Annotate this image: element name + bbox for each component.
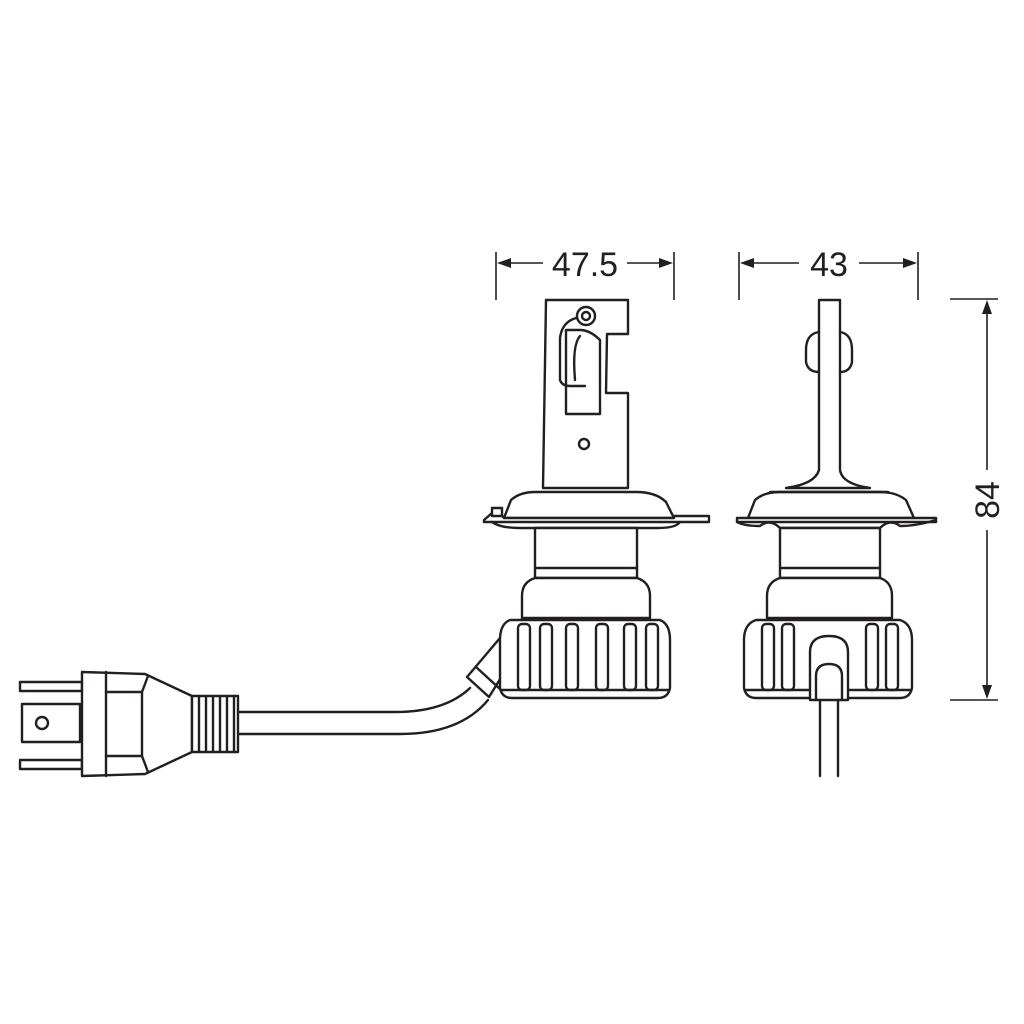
connector-pin-top	[18, 680, 84, 693]
cable-exit-side	[808, 634, 850, 702]
led-stem-side	[784, 298, 872, 490]
dimension-width-side: 43	[738, 246, 919, 300]
dimension-width-front: 47.5	[495, 246, 675, 300]
ribbed-housing-front	[498, 618, 672, 700]
connector-pin-bottom	[18, 758, 84, 771]
led-stem-front	[541, 298, 630, 490]
flange-plate-side	[735, 516, 938, 524]
dimension-height: 84	[950, 298, 1007, 701]
mount-hole-icon	[575, 305, 597, 327]
dimension-label-height: 84	[969, 481, 1007, 519]
bulb-side-view	[735, 298, 938, 778]
neck-side	[778, 526, 882, 580]
cable-front	[236, 686, 472, 714]
dimension-label-width-side: 43	[810, 246, 848, 284]
bulb-front-view	[236, 298, 711, 736]
neck-front	[533, 526, 639, 580]
connector-body	[80, 670, 194, 778]
h4-connector-plug	[18, 670, 240, 778]
dimension-label-width-front: 47.5	[552, 246, 618, 284]
connector-pin-middle	[20, 702, 82, 744]
